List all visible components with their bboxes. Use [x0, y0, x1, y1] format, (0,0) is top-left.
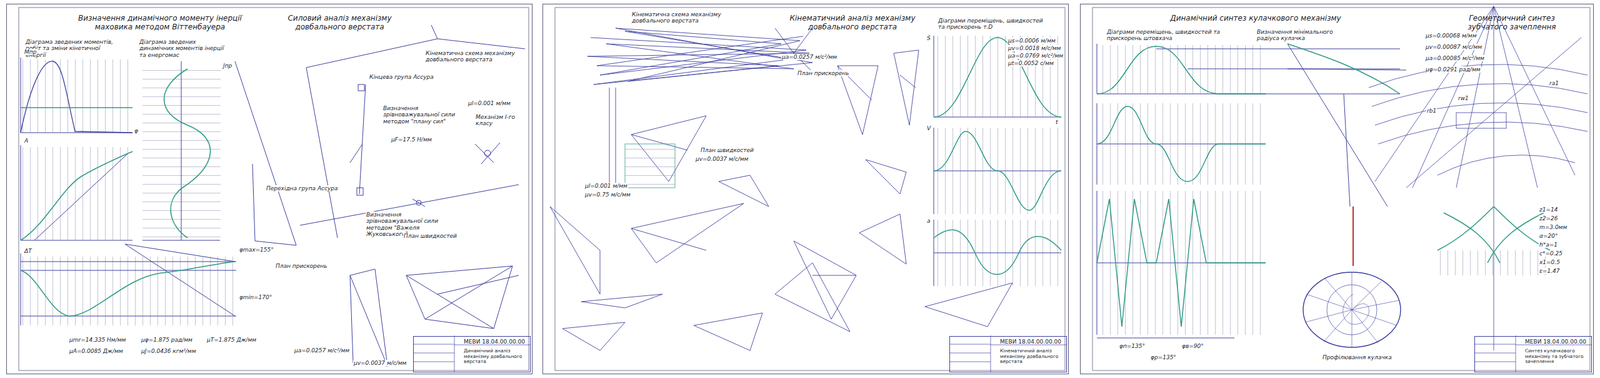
drawing-label: μa=0.0257 м/с²/мм	[781, 53, 838, 60]
drawing-label: φр=135°	[1150, 353, 1177, 360]
sheet-title: Силовий аналіз механізму довбального вер…	[269, 14, 410, 32]
drawing-label: μl=0.001 м/мм	[584, 182, 629, 189]
drawing-label: α=20°	[1538, 232, 1559, 239]
drawing-label: Діаграма зведених моментів, робіт та змі…	[25, 38, 120, 59]
drawing-label: rw1	[1457, 95, 1470, 102]
drawing-label: μv=0.0037 м/с/мм	[353, 359, 407, 366]
drawing-label: План швидкостей	[403, 232, 458, 239]
drawing-label: μφ=1.875 рад/мм	[140, 336, 194, 343]
drawing-label: μs=0.00068 м/мм	[1425, 32, 1477, 39]
drawing-label: a	[926, 217, 932, 224]
drawing-label: x1=0.5	[1538, 258, 1561, 265]
drawing-label: План швидкостей	[700, 146, 755, 154]
drawing-label: μmr=14.335 Нм/мм	[68, 336, 127, 343]
drawing-label: μa=0.00085 м/с²/мм	[1425, 55, 1485, 62]
drawing-label: μa=0.0769 м/с²/мм	[1007, 52, 1064, 59]
drawing-label: φmin=170°	[238, 293, 273, 300]
drawing-label: μv=0.00087 м/с/мм	[1425, 43, 1483, 50]
drawing-label: μt=0.0052 с/мм	[1007, 60, 1055, 67]
drawing-label: rb1	[1426, 107, 1437, 114]
drawing-label: Механізм І-го класу	[475, 113, 522, 127]
drawing-label: План прискорень	[275, 262, 329, 269]
sheet-name: Синтез кулачкового механізму та зубчатог…	[1525, 348, 1590, 365]
drawing-label: Діаграми переміщень, швидкостей та приск…	[1106, 28, 1233, 42]
drawing-label: z2=26	[1538, 215, 1559, 222]
drawing-label: z1=14	[1538, 206, 1559, 213]
drawing-label: h*a=1	[1538, 241, 1559, 248]
title-block: МЕВИ 18.04.00.00.00Кінематичний аналіз м…	[949, 335, 1067, 372]
title-block: МЕВИ 18.04.00.00.00Динамічний аналіз мех…	[413, 335, 531, 372]
drawing-label: V	[926, 125, 932, 132]
drawing-label: μv=0.0018 м/с/мм	[1007, 45, 1062, 52]
drawing-code: МЕВИ 18.04.00.00.00	[1000, 338, 1065, 345]
drawing-label: Кінцева група Ассура	[368, 73, 435, 80]
drawing-code: МЕВИ 18.04.00.00.00	[1525, 338, 1590, 345]
drawing-label: μl=0.001 м/мм	[467, 100, 512, 107]
drawing-label: ΔT	[23, 247, 33, 254]
drawing-label: c*=0.25	[1538, 250, 1564, 257]
title-block: МЕВИ 18.04.00.00.00Синтез кулачкового ме…	[1474, 335, 1592, 372]
drawing-label: μφ=0.0291 рад/мм	[1425, 66, 1482, 73]
drawing-code: МЕВИ 18.04.00.00.00	[463, 338, 529, 345]
drawing-label: φmax=155°	[238, 246, 275, 253]
drawing-label: μv=0.75 м/с/мм	[584, 191, 632, 198]
sheet-title: Геометричний синтез зубчатого зачеплення	[1458, 14, 1565, 32]
sheet-title: Визначення динамічного моменту інерції м…	[66, 14, 254, 32]
drawing-label: Профілювання кулачка	[1321, 353, 1393, 360]
sheet-name: Динамічний аналіз механізму довбального …	[463, 348, 529, 365]
drawing-label: Визначення мінімального радіуса кулачка	[1256, 28, 1345, 42]
drawing-label: t	[1055, 118, 1059, 125]
drawing-label: Перехідна група Ассура	[265, 185, 339, 192]
drawing-label: φ	[133, 127, 139, 134]
drawing-label: Jпр	[222, 62, 233, 69]
drawing-label: Кінематична схема механізму довбального …	[631, 11, 739, 25]
drawing-label: ε=1.47	[1538, 267, 1560, 274]
drawing-label: μA=0.0085 Дж/мм	[68, 347, 124, 354]
drawing-sheet: Динамічний синтез кулачкового механізму Г…	[1080, 3, 1594, 374]
drawing-label: μJ=0.0436 кгм²/мм	[140, 347, 197, 354]
drawing-label: А	[23, 137, 29, 144]
drawing-label: φп=135°	[1118, 342, 1146, 349]
drawing-label: Мпр	[23, 48, 37, 55]
sheet-name: Кінематичний аналіз механізму довбальног…	[1000, 348, 1065, 365]
sheet-title: Динамічний синтез кулачкового механізму	[1161, 14, 1350, 24]
drawing-label: План прискорень	[796, 70, 850, 77]
drawing-label: m=3.0мм	[1538, 223, 1568, 230]
drawing-label: ra1	[1548, 80, 1560, 87]
drawing-label: Визначення зрівноважувальної сили методо…	[382, 105, 456, 125]
drawing-label: S	[926, 35, 932, 42]
drawing-label: φв=90°	[1181, 342, 1205, 349]
drawing-label: μT=1.875 Дж/мм	[206, 336, 257, 343]
drawing-label: Діаграма зведених динамічних моментів ін…	[138, 38, 228, 59]
drawing-label: μv=0.0037 м/с/мм	[695, 155, 749, 162]
drawing-label: μs=0.0006 м/мм	[1007, 37, 1057, 44]
drawing-label: μF=17.5 Н/мм	[390, 136, 433, 143]
drawing-label: Діаграми переміщень, швидкостей та приск…	[937, 17, 1052, 31]
drawing-label: μa=0.0257 м/с²/мм	[293, 346, 350, 354]
sheet-title: Кінематичний аналіз механізму довбальног…	[783, 14, 922, 32]
drawing-label: Кінематична схема механізму довбального …	[425, 50, 520, 64]
